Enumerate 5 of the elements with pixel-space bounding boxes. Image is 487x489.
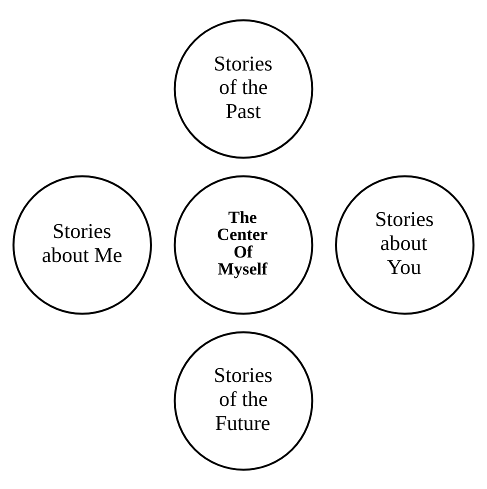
node-circle: Stories about You [335, 174, 474, 314]
node-circle: Stories about Me [12, 174, 152, 314]
node-circle: The Center Of Myself [174, 174, 314, 314]
node-circle: Stories of the Past [174, 18, 314, 158]
node-circle: Stories of the Future [174, 330, 314, 470]
